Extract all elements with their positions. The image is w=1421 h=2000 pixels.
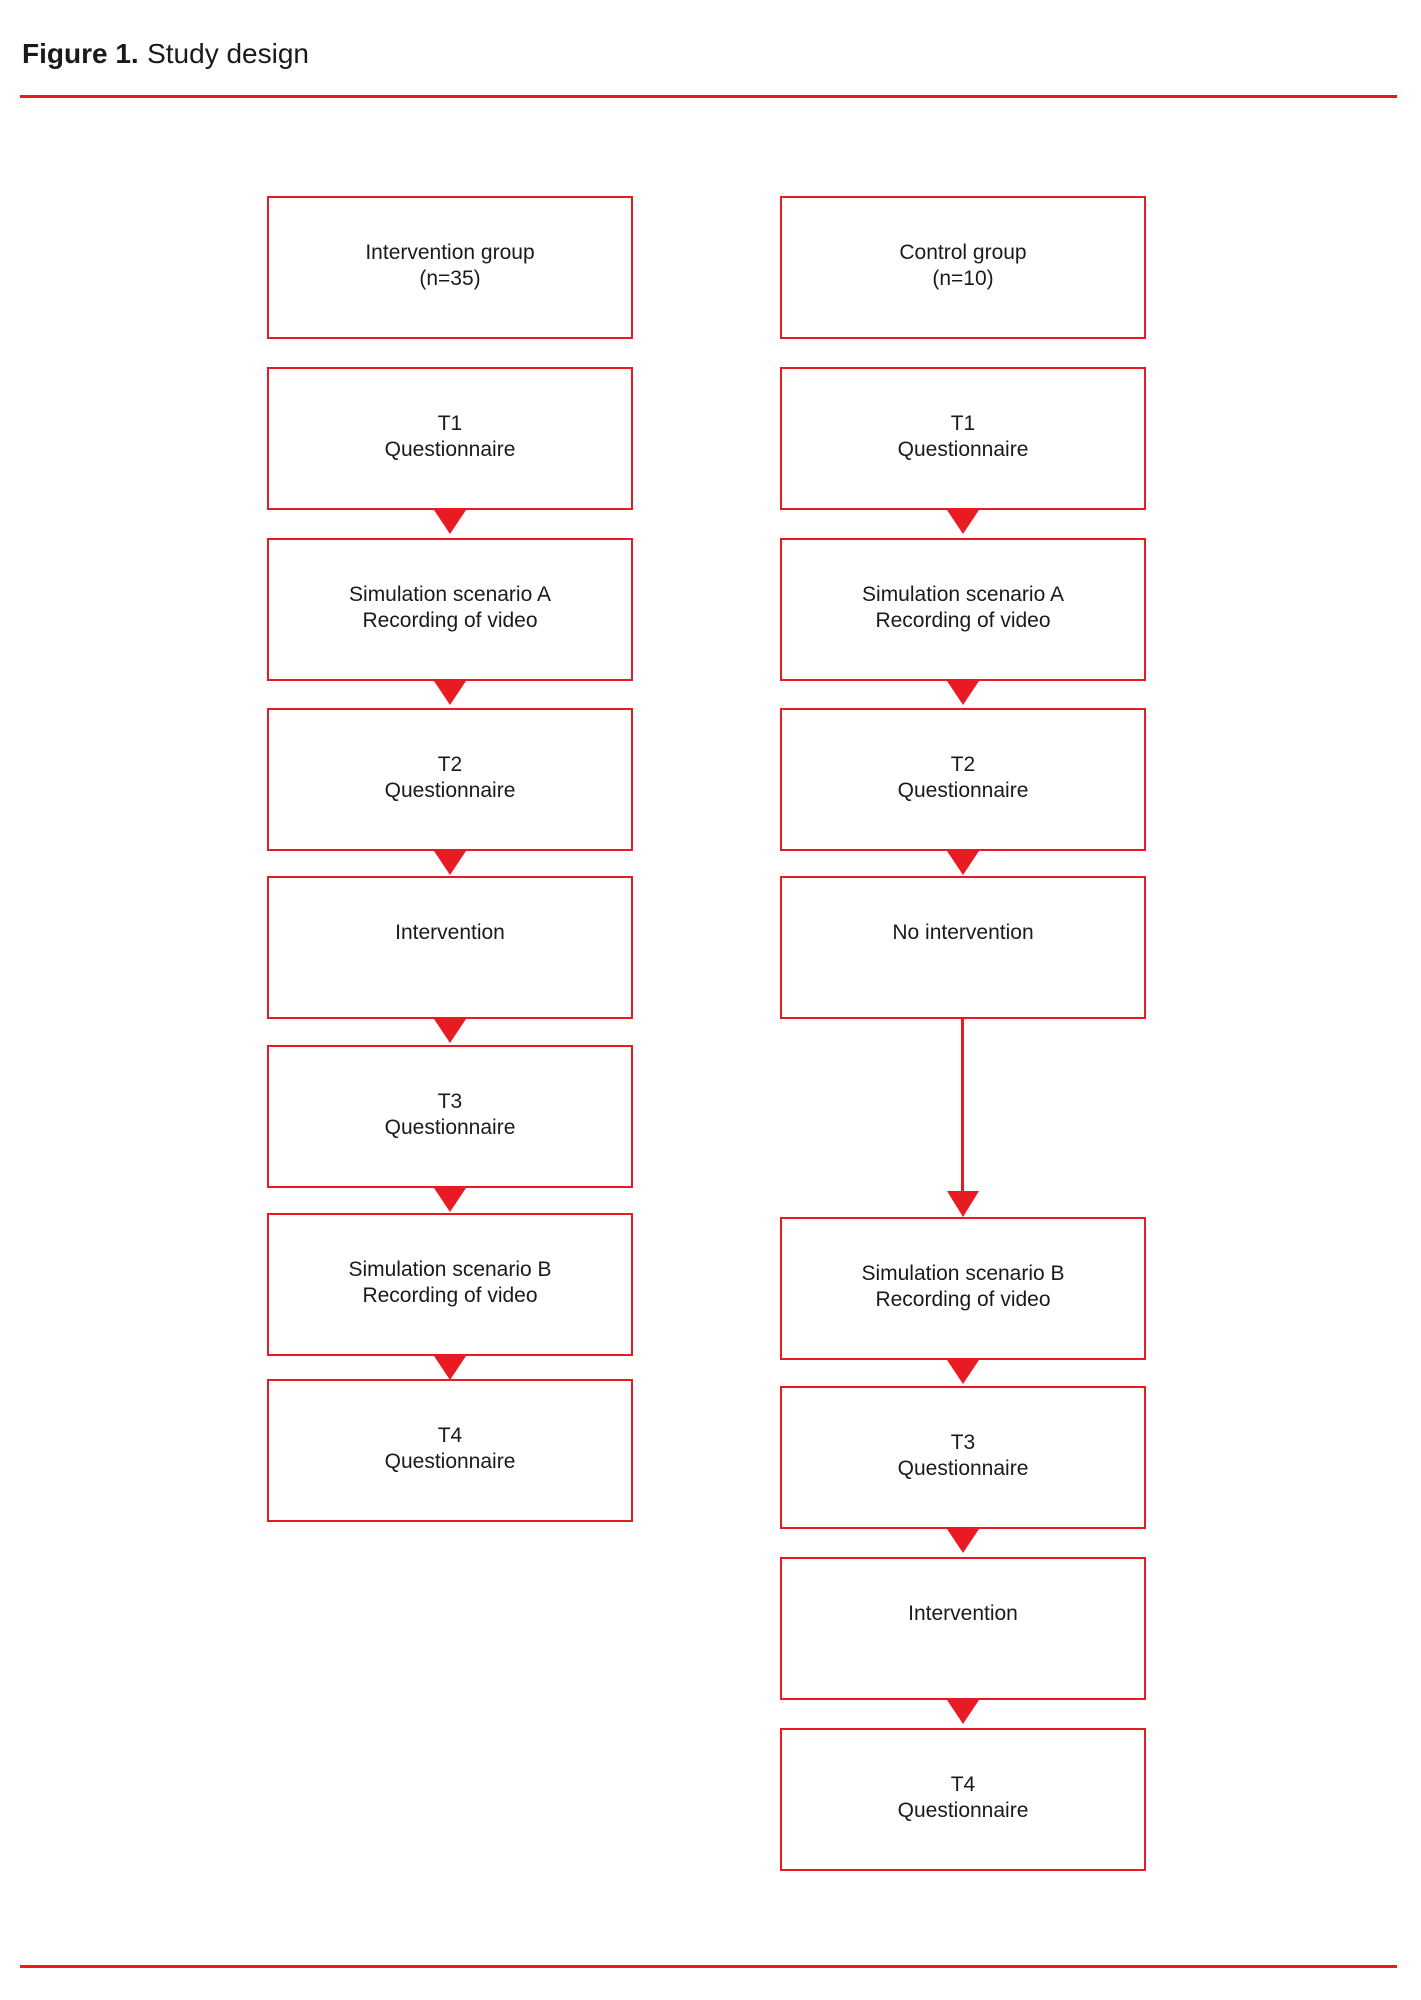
top-rule [20,95,1397,98]
box-line: T4 [437,1424,463,1447]
box-line: No intervention [892,921,1034,944]
box-line: (n=10) [932,267,994,290]
box-text: Simulation scenario B Recording of video [269,1215,631,1309]
arrow-down-icon [947,1360,979,1384]
box-line: Intervention [395,921,505,944]
box-line: Questionnaire [384,779,516,802]
arrow-down-icon [434,1356,466,1380]
box-text: T2 Questionnaire [269,710,631,804]
flow-box-intervention-group: Intervention group (n=35) [267,196,633,339]
box-line: T3 [437,1090,463,1113]
arrow-down-icon [434,1019,466,1043]
box-line: Questionnaire [384,1116,516,1139]
flow-box-t2-questionnaire-right: T2 Questionnaire [780,708,1146,851]
flow-box-t3-questionnaire-left: T3 Questionnaire [267,1045,633,1188]
arrow-down-icon [434,510,466,534]
flow-box-simulation-b-right: Simulation scenario B Recording of video [780,1217,1146,1360]
box-line: T1 [950,412,976,435]
box-line: Questionnaire [384,1450,516,1473]
flow-box-t1-questionnaire-right: T1 Questionnaire [780,367,1146,510]
box-line: T1 [437,412,463,435]
box-text: T3 Questionnaire [269,1047,631,1141]
box-line: (n=35) [419,267,481,290]
figure-label: Figure 1. [22,38,139,69]
box-line: Control group [899,241,1027,264]
box-text: Control group (n=10) [782,198,1144,292]
box-text: No intervention [782,878,1144,946]
box-line: Simulation scenario B [348,1258,552,1281]
flow-box-intervention-left: Intervention [267,876,633,1019]
arrow-line [961,1019,964,1193]
flow-box-t4-questionnaire-right: T4 Questionnaire [780,1728,1146,1871]
box-line: Recording of video [875,609,1051,632]
flow-box-t3-questionnaire-right: T3 Questionnaire [780,1386,1146,1529]
box-line: T4 [950,1773,976,1796]
box-text: T1 Questionnaire [269,369,631,463]
figure-caption: Figure 1. Study design [22,38,309,70]
box-text: Intervention [269,878,631,946]
arrow-down-icon [434,851,466,875]
flow-box-t2-questionnaire-left: T2 Questionnaire [267,708,633,851]
box-line: Intervention group [365,241,535,264]
box-text: Simulation scenario B Recording of video [782,1219,1144,1313]
flow-box-simulation-a-left: Simulation scenario A Recording of video [267,538,633,681]
box-line: Recording of video [362,609,538,632]
bottom-rule [20,1965,1397,1968]
box-line: T2 [437,753,463,776]
arrow-down-icon [947,851,979,875]
flow-box-t4-questionnaire-left: T4 Questionnaire [267,1379,633,1522]
box-line: Simulation scenario B [861,1262,1065,1285]
box-text: T2 Questionnaire [782,710,1144,804]
flow-box-no-intervention: No intervention [780,876,1146,1019]
arrow-down-icon [947,681,979,705]
figure-title-text: Study design [147,38,309,69]
box-text: T4 Questionnaire [782,1730,1144,1824]
box-line: T3 [950,1431,976,1454]
arrow-down-icon [947,1191,979,1217]
box-line: Recording of video [875,1288,1051,1311]
box-line: Simulation scenario A [862,583,1064,606]
flow-box-t1-questionnaire-left: T1 Questionnaire [267,367,633,510]
box-text: Intervention group (n=35) [269,198,631,292]
box-line: Intervention [908,1602,1018,1625]
box-line: Questionnaire [897,779,1029,802]
arrow-down-icon [947,510,979,534]
box-line: Questionnaire [384,438,516,461]
box-text: Intervention [782,1559,1144,1627]
box-text: T3 Questionnaire [782,1388,1144,1482]
box-text: T1 Questionnaire [782,369,1144,463]
box-text: Simulation scenario A Recording of video [782,540,1144,634]
box-line: T2 [950,753,976,776]
box-text: Simulation scenario A Recording of video [269,540,631,634]
box-text: T4 Questionnaire [269,1381,631,1475]
arrow-down-icon [434,1188,466,1212]
box-line: Questionnaire [897,1799,1029,1822]
box-line: Questionnaire [897,438,1029,461]
flow-box-control-group: Control group (n=10) [780,196,1146,339]
box-line: Questionnaire [897,1457,1029,1480]
box-line: Simulation scenario A [349,583,551,606]
flow-box-simulation-b-left: Simulation scenario B Recording of video [267,1213,633,1356]
flow-box-intervention-right: Intervention [780,1557,1146,1700]
box-line: Recording of video [362,1284,538,1307]
arrow-down-icon [947,1529,979,1553]
flow-box-simulation-a-right: Simulation scenario A Recording of video [780,538,1146,681]
arrow-down-icon [434,681,466,705]
arrow-down-icon [947,1700,979,1724]
